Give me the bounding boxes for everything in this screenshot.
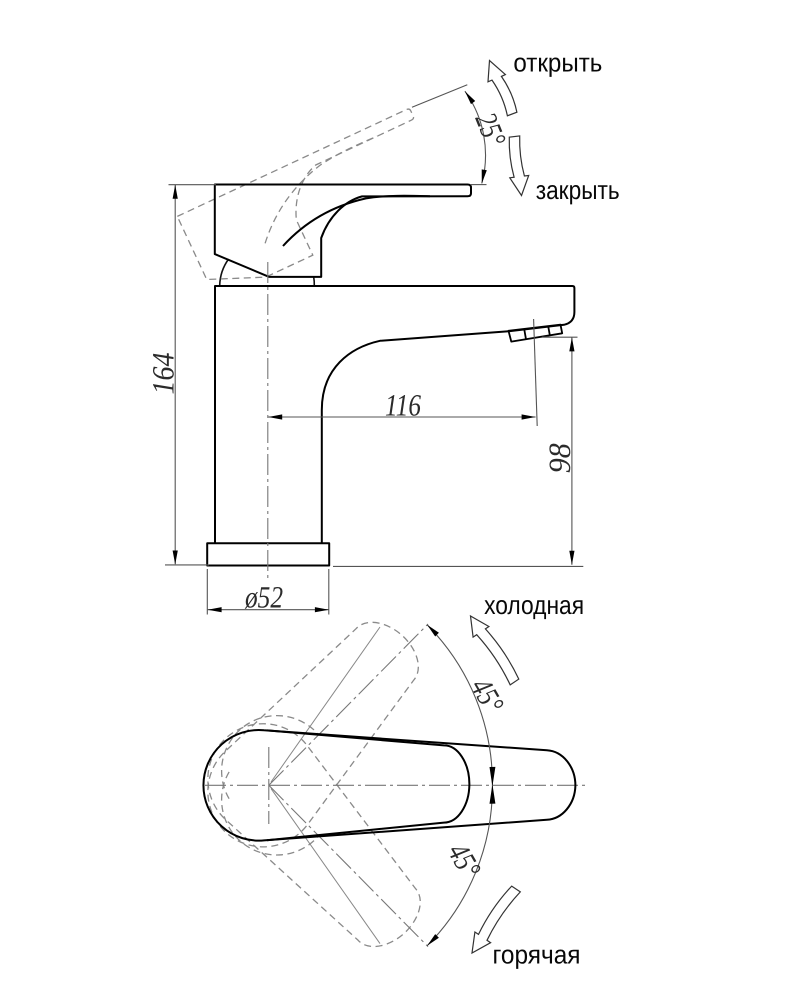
- svg-text:164: 164: [146, 353, 181, 395]
- svg-text:45°: 45°: [441, 837, 488, 884]
- svg-text:холодная: холодная: [484, 590, 584, 620]
- svg-text:закрыть: закрыть: [536, 175, 620, 205]
- svg-text:горячая: горячая: [493, 940, 581, 970]
- svg-text:открыть: открыть: [513, 47, 602, 77]
- svg-text:ø52: ø52: [244, 580, 283, 615]
- svg-text:98: 98: [542, 443, 577, 473]
- svg-text:45°: 45°: [464, 672, 511, 719]
- svg-text:116: 116: [385, 388, 421, 423]
